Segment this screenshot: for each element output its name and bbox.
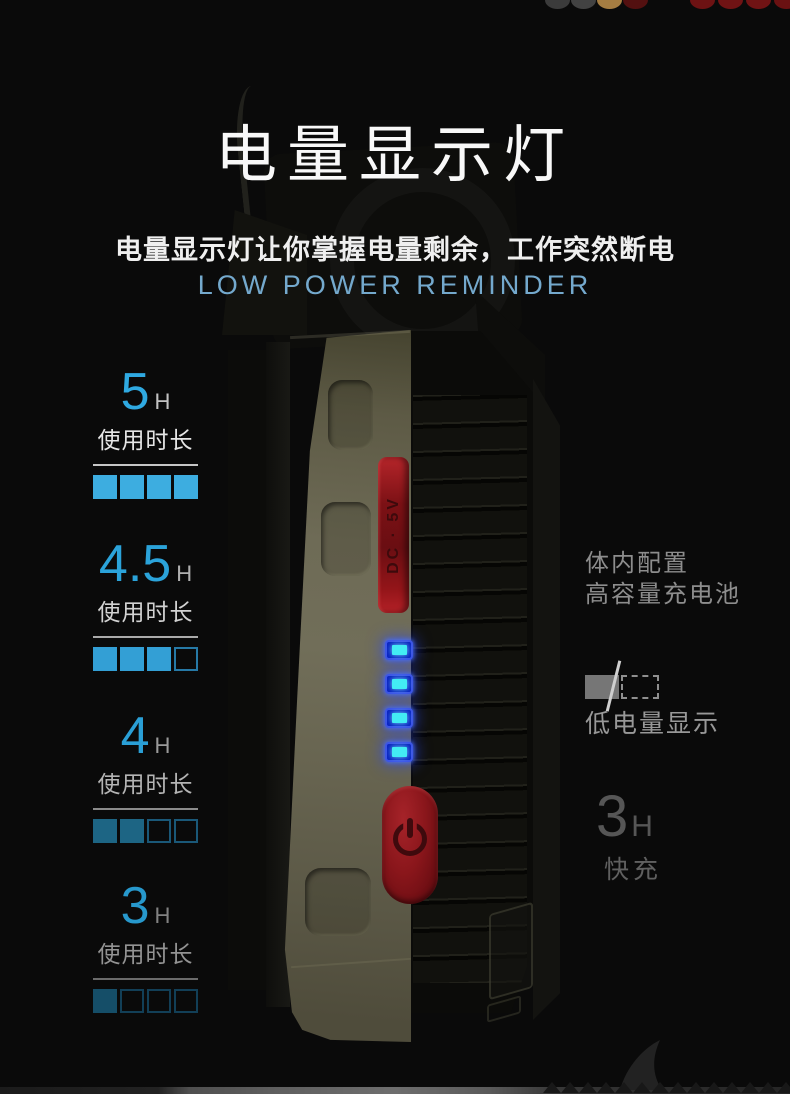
usage-hours-row: 5 H [93,366,198,418]
logo-fragment [597,0,622,9]
flashlight-rear-edge [533,378,560,1020]
fast-charge-label: 快充 [604,856,663,884]
battery-cell [93,989,117,1013]
floor-edge [0,1087,790,1094]
battery-cell [174,819,198,843]
divider [93,808,198,810]
power-icon [393,818,427,856]
led-indicator [385,708,413,728]
power-button [382,786,438,904]
usage-label: 使用时长 [97,941,194,967]
low-battery-icon [585,660,663,712]
led-indicator [385,742,413,762]
wave-zigzag-watermark [543,1082,790,1093]
grip-indent [328,380,373,450]
usage-time-block: 4 H 使用时长 [93,710,198,843]
usage-hours-row: 4 H [93,710,198,762]
usage-label: 使用时长 [97,599,194,625]
usage-time-block: 3 H 使用时长 [93,880,198,1013]
led-indicator [385,640,413,660]
subtitle-en: LOW POWER REMINDER [197,270,593,300]
battery-dashed-half [621,675,659,699]
battery-config-text: 体内配置 高容量充电池 [585,548,741,610]
usage-label: 使用时长 [97,771,194,797]
logo-fragment [690,0,715,9]
usage-hours-row: 3 H [93,880,198,932]
rear-detail-plate [489,901,533,1001]
grip-indent [305,868,371,936]
led-indicator [385,674,413,694]
low-power-label: 低电量显示 [585,710,721,738]
led-indicators [385,640,413,762]
logo-fragment [571,0,596,9]
subtitle-cn: 电量显示灯让你掌握电量剩余，工作突然断电 [115,235,675,265]
usage-label: 使用时长 [97,427,194,453]
power-icon-bar [407,818,413,838]
logo-fragment [718,0,743,9]
battery-cell [93,647,117,671]
battery-cell [174,989,198,1013]
divider [93,464,198,466]
fast-charge-unit: H [631,810,653,843]
usage-time-block: 4.5 H 使用时长 [93,538,198,671]
usage-hours: 4 [120,707,150,765]
fast-charge-row: 3 H [596,788,662,846]
flashlight-front-edge [266,342,290,1007]
battery-cell [93,475,117,499]
battery-cell [147,475,171,499]
fast-charge-hours: 3 [596,784,629,849]
flashlight-front-shadow [228,350,270,990]
battery-cell [147,989,171,1013]
logo-fragment [746,0,771,9]
usage-hours-unit: H [154,733,171,758]
battery-cell [120,819,144,843]
usage-hours-unit: H [176,561,193,586]
flashlight-hook-base [222,210,307,335]
usage-hours: 4.5 [98,535,172,593]
logo-fragment [545,0,570,9]
config-line-1: 体内配置 [585,550,689,577]
logo-fragment [774,0,790,9]
usage-hours: 5 [120,363,150,421]
battery-cell [147,819,171,843]
battery-cell [147,647,171,671]
dc-port-label: DC · 5V [384,496,402,574]
grip-indent [321,502,371,576]
battery-gauge [93,475,198,499]
usage-hours-unit: H [154,903,171,928]
page-title: 电量显示灯 [214,121,575,190]
usage-hours-row: 4.5 H [93,538,198,590]
usage-hours: 3 [120,877,150,935]
usage-time-block: 5 H 使用时长 [93,366,198,499]
battery-cell [120,475,144,499]
config-line-2: 高容量充电池 [585,581,741,608]
battery-gauge [93,989,198,1013]
battery-gauge [93,819,198,843]
divider [93,636,198,638]
battery-cell [120,647,144,671]
battery-cell [174,647,198,671]
battery-gauge [93,647,198,671]
battery-cell [120,989,144,1013]
shark-fin-watermark [620,1040,662,1090]
fast-charge-block: 3 H 快充 [596,788,662,886]
logo-fragment [623,0,648,9]
battery-cell [174,475,198,499]
usage-hours-unit: H [154,389,171,414]
dc-port-cover: DC · 5V [378,457,409,613]
divider [93,978,198,980]
battery-cell [93,819,117,843]
